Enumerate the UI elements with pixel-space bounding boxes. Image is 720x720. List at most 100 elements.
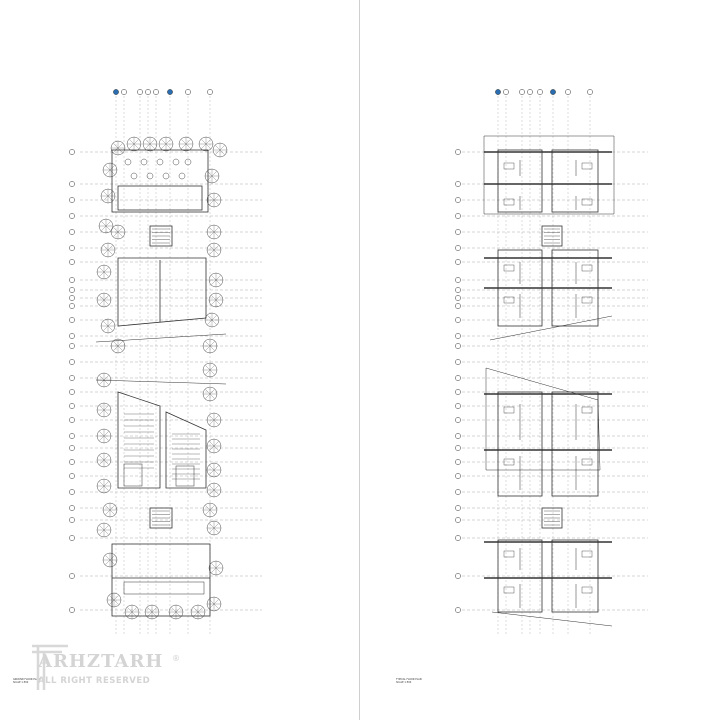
grid-bubble-icon [503, 89, 509, 95]
grid-bubble-icon [455, 535, 461, 541]
upper-frame [483, 135, 615, 215]
block-c-left [117, 391, 161, 489]
grid-bubble-icon [69, 343, 75, 349]
unit-group-4-east [551, 539, 599, 613]
grid-bubble-icon [69, 473, 75, 479]
ground-floor-caption-title: GROUND FLOOR PLAN [13, 678, 40, 681]
grid-bubble-icon [455, 489, 461, 495]
grid-bubble-icon [69, 445, 75, 451]
furniture-table-icon [581, 406, 593, 414]
tree-symbol-icon [208, 560, 224, 576]
furniture-table-icon [503, 162, 515, 170]
furniture-table-icon [503, 458, 515, 466]
grid-bubble-icon [455, 389, 461, 395]
grid-bubbles [69, 89, 593, 613]
grid-bubble-icon [455, 295, 461, 301]
furniture-table-icon [581, 198, 593, 206]
tree-symbol-icon [206, 242, 222, 258]
furniture-table-icon [581, 550, 593, 558]
tree-symbol-icon [168, 604, 184, 620]
grid-bubble-icon [455, 229, 461, 235]
ground-floor-caption-scale: SCALE 1:500 [13, 681, 29, 684]
grid-bubble-icon [455, 517, 461, 523]
grid-bubble-icon [69, 295, 75, 301]
grid-bubble-icon [69, 505, 75, 511]
tree-symbol-icon [206, 596, 222, 612]
grid-bubble-icon [455, 573, 461, 579]
grid-bubble-icon [69, 197, 75, 203]
grid-bubble-icon [455, 375, 461, 381]
grid-bubble-icon [455, 303, 461, 309]
registered-mark: ® [172, 654, 180, 663]
tree-symbol-icon [206, 482, 222, 498]
furniture-table-icon [172, 158, 180, 166]
ground-floor-caption: GROUND FLOOR PLAN SCALE 1:500 [13, 678, 40, 684]
tree-symbol-icon [96, 522, 112, 538]
furniture-table-icon [178, 172, 186, 180]
furniture-table-icon [140, 158, 148, 166]
block-b-outline [117, 257, 207, 327]
tree-symbol-icon [110, 338, 126, 354]
grid-bubble-icon [455, 433, 461, 439]
furniture-table-icon [162, 172, 170, 180]
furniture-table-icon [130, 172, 138, 180]
grid-bubble-icon [69, 417, 75, 423]
grid-bubble-icon [455, 343, 461, 349]
tree-symbol-icon [190, 604, 206, 620]
block-c-right [165, 411, 207, 489]
grid-bubble-icon [69, 317, 75, 323]
tree-symbol-icon [102, 162, 118, 178]
tree-symbol-icon [96, 428, 112, 444]
slab-edge [491, 611, 613, 627]
tree-symbol-icon [206, 520, 222, 536]
tree-symbol-icon [202, 502, 218, 518]
grid-bubble-icon [69, 259, 75, 265]
typical-floor-caption-title: TYPICAL FLOOR PLAN [396, 678, 422, 681]
grid-bubble-icon [587, 89, 593, 95]
grid-bubble-icon [69, 573, 75, 579]
tree-symbol-icon [212, 142, 228, 158]
grid-bubble-icon [69, 229, 75, 235]
service-room [175, 465, 195, 487]
slab-edge [489, 315, 613, 341]
unit-group-4-west [497, 539, 543, 613]
furniture-table-icon [503, 296, 515, 304]
ground-floor-plan [95, 149, 227, 617]
tree-symbol-icon [206, 438, 222, 454]
furniture-table-icon [581, 458, 593, 466]
grid-bubble-icon [455, 213, 461, 219]
ramp-line [95, 333, 227, 343]
grid-bubble-icon [69, 287, 75, 293]
grid-bubble-icon [69, 149, 75, 155]
tree-symbol-icon [198, 136, 214, 152]
tree-symbol-icon [144, 604, 160, 620]
tree-symbol-icon [96, 478, 112, 494]
stair-core-icon [149, 225, 173, 247]
grid-bubble-icon [145, 89, 151, 95]
tree-symbol-icon [110, 224, 126, 240]
grid-bubble-icon [69, 245, 75, 251]
grid-bubble-icon [69, 213, 75, 219]
tree-symbol-icon [110, 140, 126, 156]
tree-symbol-icon [208, 292, 224, 308]
ramp-line [95, 379, 227, 385]
block-d-outline [111, 543, 211, 617]
tree-symbol-icon [106, 592, 122, 608]
furniture-table-icon [503, 586, 515, 594]
tree-symbol-icon [98, 218, 114, 234]
grid-bubble-icon [455, 505, 461, 511]
grid-bubble-icon [185, 89, 191, 95]
grid-bubble-icon [69, 277, 75, 283]
grid-bubble-icon [69, 389, 75, 395]
grid-bubble-icon [455, 259, 461, 265]
grid-bubble-icon [69, 459, 75, 465]
sheet-divider [359, 0, 360, 720]
stair-core-icon [541, 225, 563, 247]
grid-bubble-icon [69, 535, 75, 541]
grid-bubble-icon [69, 375, 75, 381]
grid-bubble-icon [153, 89, 159, 95]
furniture-table-icon [503, 406, 515, 414]
furniture-table-icon [581, 264, 593, 272]
grid-bubble-icon [69, 333, 75, 339]
tree-symbol-icon [100, 188, 116, 204]
